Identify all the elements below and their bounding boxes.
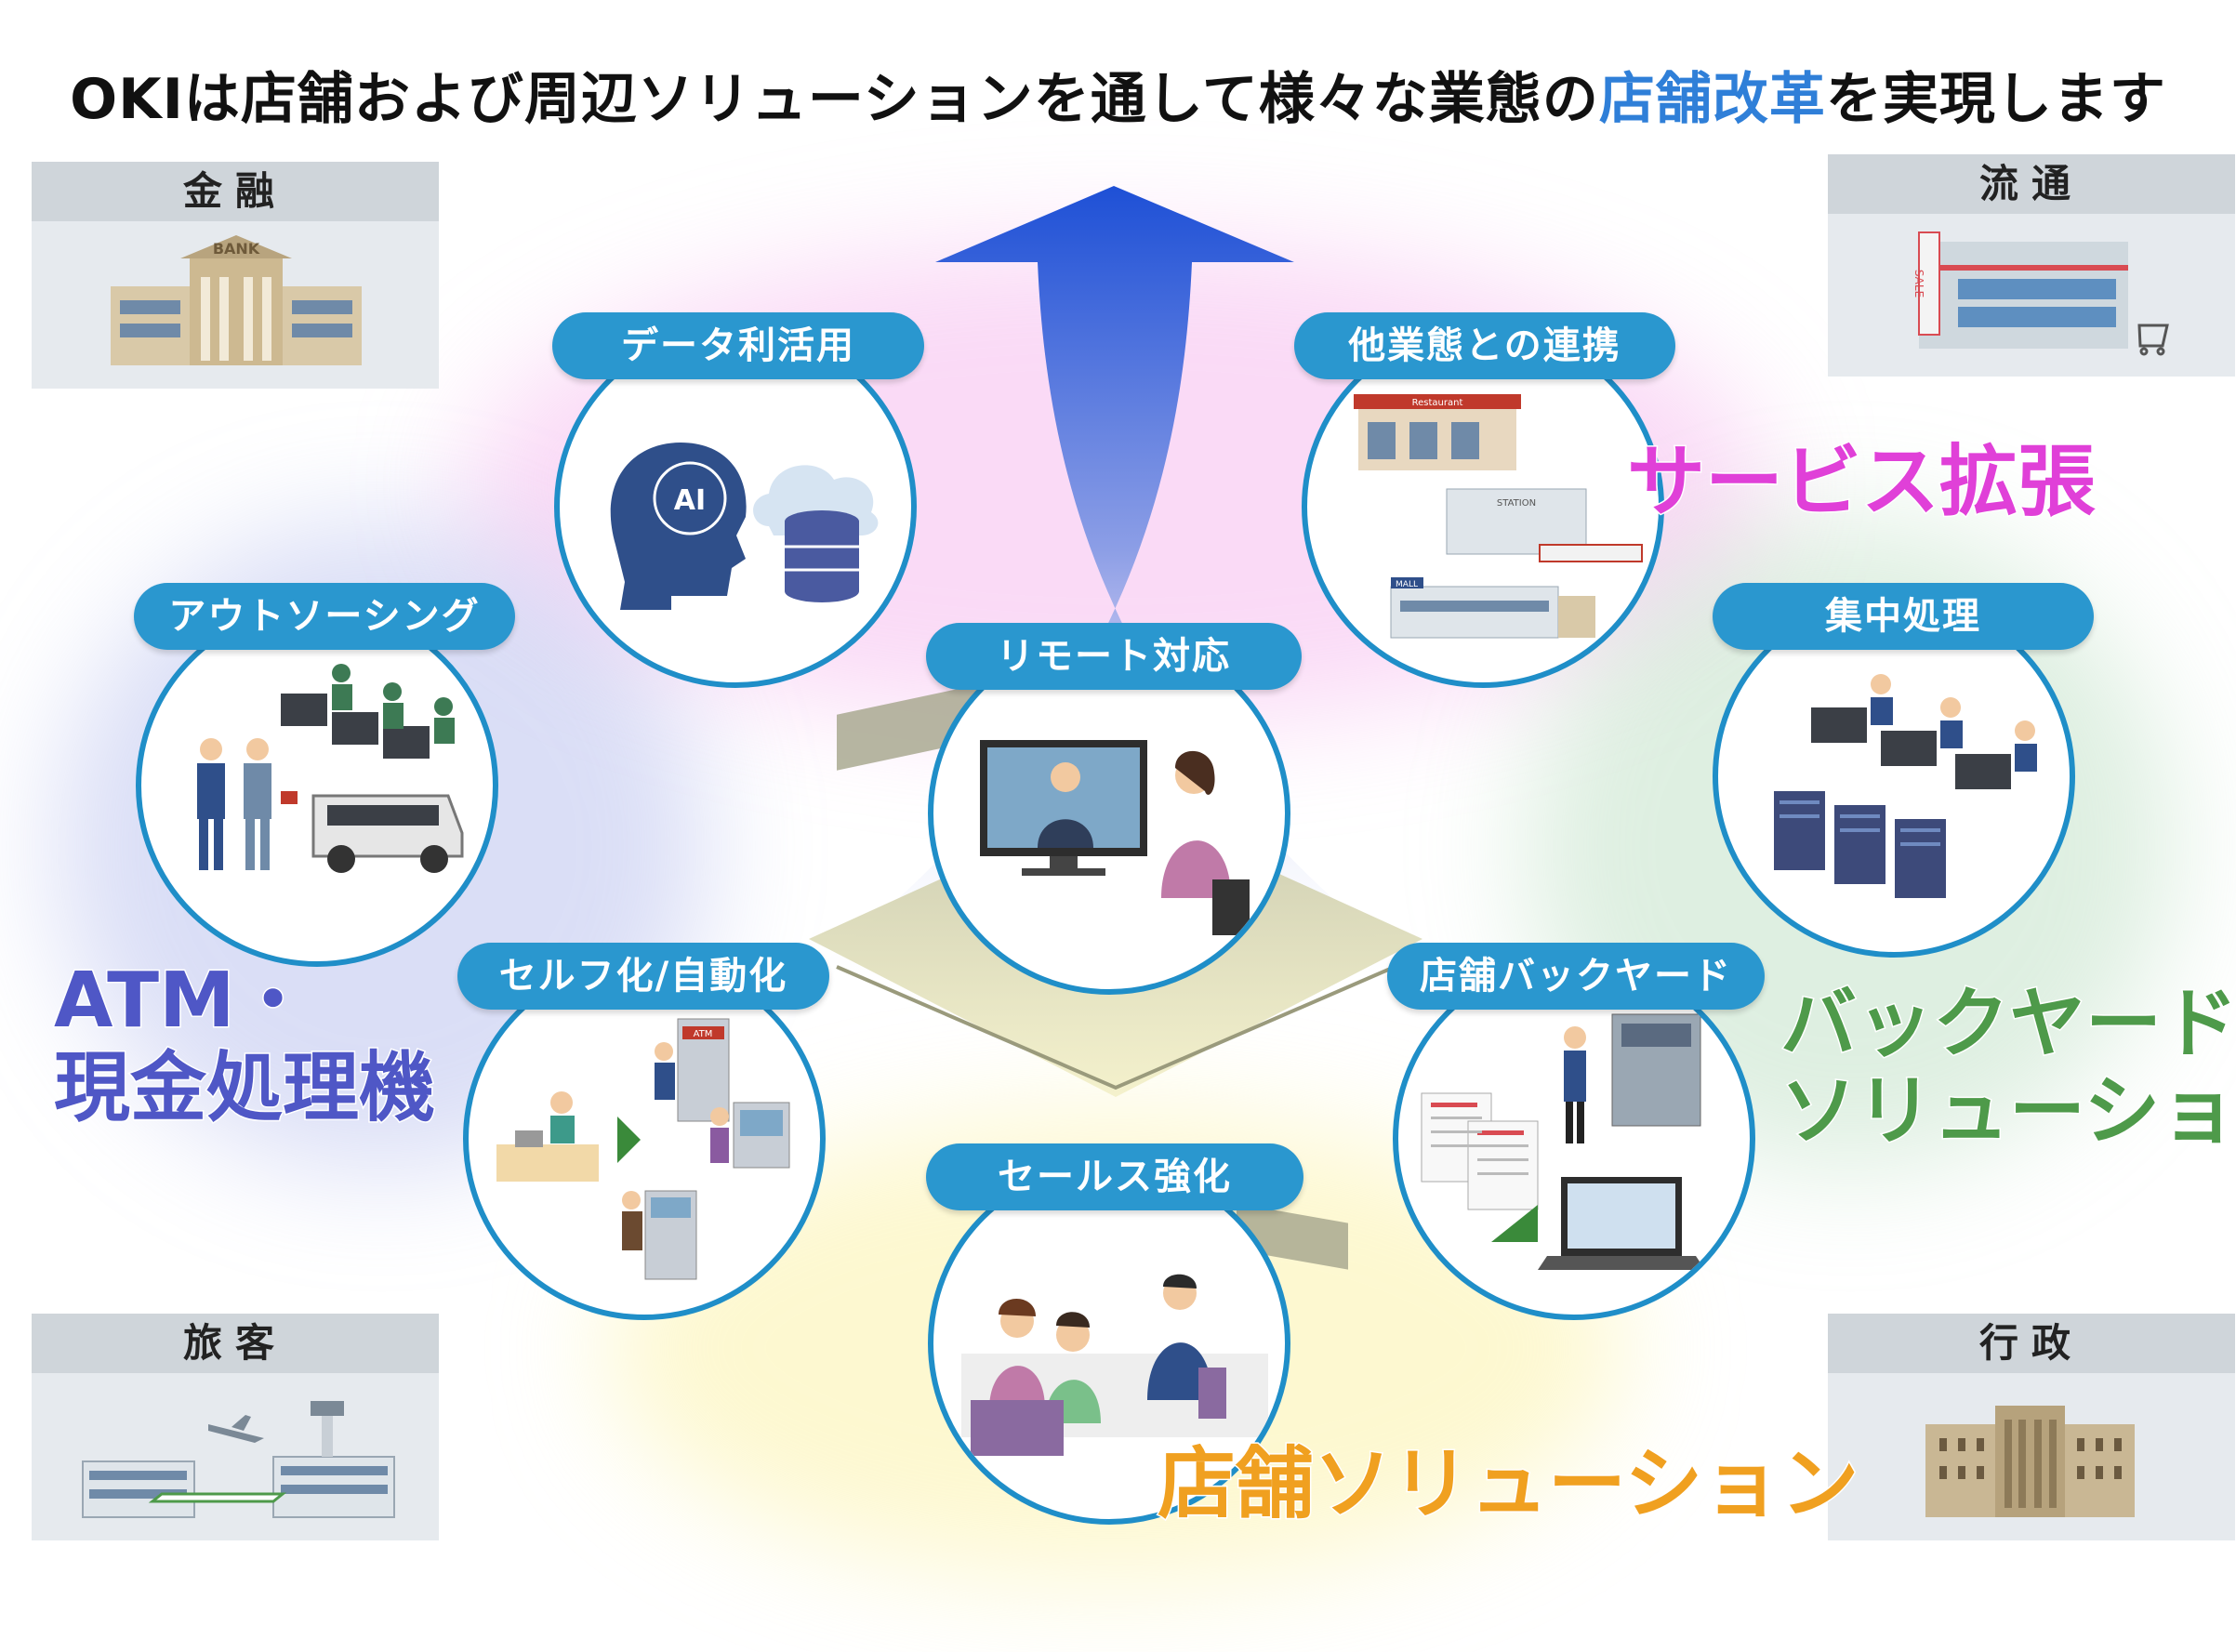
station-icon: STATION	[1446, 488, 1643, 562]
label-atm-cash: ATM・ 現金処理機	[52, 956, 436, 1134]
sector-finance-label: 金融	[32, 162, 439, 221]
page-title: OKIは店舗および周辺ソリューションを通して様々な業態の店舗改革を実現します	[0, 54, 2236, 135]
pill-backyard: 店舗バックヤード	[1387, 943, 1765, 1010]
sector-travel-label: 旅客	[32, 1314, 439, 1373]
pill-sales: セールス強化	[926, 1143, 1303, 1210]
pill-central-processing: 集中処理	[1713, 583, 2094, 650]
label-store-solution: 店舗ソリューション	[1156, 1437, 1859, 1529]
station-sign: STATION	[1497, 498, 1536, 509]
technician-icon	[197, 738, 298, 870]
arrow-up-right-icon	[1491, 1205, 1538, 1242]
operator-desks-icon	[281, 694, 430, 759]
atm-icon: ATM	[655, 1018, 730, 1122]
government-building-icon	[1925, 1406, 2135, 1517]
ai-label: AI	[674, 484, 706, 517]
bubble-self-service: ATM	[463, 958, 826, 1320]
video-monitor-icon	[980, 740, 1147, 876]
pill-partner-business: 他業態との連携	[1294, 312, 1675, 379]
title-prefix: OKIは店舗および周辺ソリューションを通して様々な業態の	[70, 67, 1599, 132]
restaurant-icon: Restaurant	[1354, 394, 1521, 470]
bubble-remote	[928, 632, 1290, 995]
staff-icon	[1564, 1026, 1586, 1143]
label-service-expansion: サービス拡張	[1625, 435, 2097, 527]
document-stack-icon	[1421, 1092, 1539, 1210]
pill-outsourcing: アウトソーシング	[134, 583, 515, 650]
label-atm-line2: 現金処理機	[52, 1043, 436, 1134]
sector-distribution-label: 流通	[1828, 154, 2235, 214]
bubble-partner-business: Restaurant STATION MALL	[1302, 325, 1664, 688]
laptop-icon	[1538, 1177, 1705, 1270]
sector-government-label: 行政	[1828, 1314, 2235, 1373]
ai-head-icon	[610, 443, 747, 610]
bubble-backyard	[1393, 958, 1755, 1320]
consultation-icon	[961, 1274, 1268, 1456]
bubble-outsourcing	[136, 604, 498, 967]
operator-desks-icon	[1811, 707, 2011, 789]
atm-sign: ATM	[694, 1029, 713, 1039]
pill-self-service: セルフ化/自動化	[457, 943, 829, 1010]
arrow-right-icon	[617, 1117, 641, 1163]
label-backyard-line1: バックヤード	[1779, 979, 2236, 1070]
server-rack-icon	[1774, 791, 1946, 898]
self-checkout-icon	[710, 1102, 790, 1169]
sector-travel: 旅客	[32, 1314, 439, 1540]
bubble-data-utilization: AI	[554, 325, 917, 688]
title-highlight: 店舗改革	[1598, 67, 1826, 132]
label-backyard-solution: バックヤード ソリューション	[1779, 979, 2236, 1157]
pill-remote: リモート対応	[926, 623, 1302, 690]
remote-operator-icon	[1161, 750, 1250, 935]
cash-machine-icon	[1611, 1013, 1701, 1127]
mall-sign: MALL	[1396, 580, 1418, 589]
cashier-icon	[496, 1091, 599, 1182]
airplane-icon	[208, 1415, 264, 1443]
bank-building-icon: BANK	[111, 235, 362, 365]
sector-distribution: 流通 SALE	[1828, 154, 2235, 377]
restaurant-sign: Restaurant	[1412, 398, 1463, 408]
bubble-central-processing	[1713, 595, 2075, 958]
shopping-cart-icon	[2137, 324, 2169, 356]
store-building-icon: SALE	[1912, 231, 2169, 356]
label-atm-line1: ATM・	[52, 956, 312, 1047]
bubble-sales	[928, 1162, 1290, 1525]
bank-sign: BANK	[213, 240, 260, 258]
title-suffix: を実現します	[1825, 67, 2166, 132]
pill-data-utilization: データ利活用	[552, 312, 924, 379]
label-backyard-line2: ソリューション	[1779, 1066, 2236, 1157]
database-icon	[785, 510, 859, 602]
van-icon	[311, 794, 464, 873]
kiosk-icon	[622, 1190, 697, 1280]
sector-finance: 金融 BANK	[32, 162, 439, 389]
mall-icon: MALL	[1390, 577, 1595, 639]
sector-government: 行政	[1828, 1314, 2235, 1540]
sale-sign: SALE	[1912, 270, 1925, 297]
transport-icon	[82, 1401, 395, 1518]
